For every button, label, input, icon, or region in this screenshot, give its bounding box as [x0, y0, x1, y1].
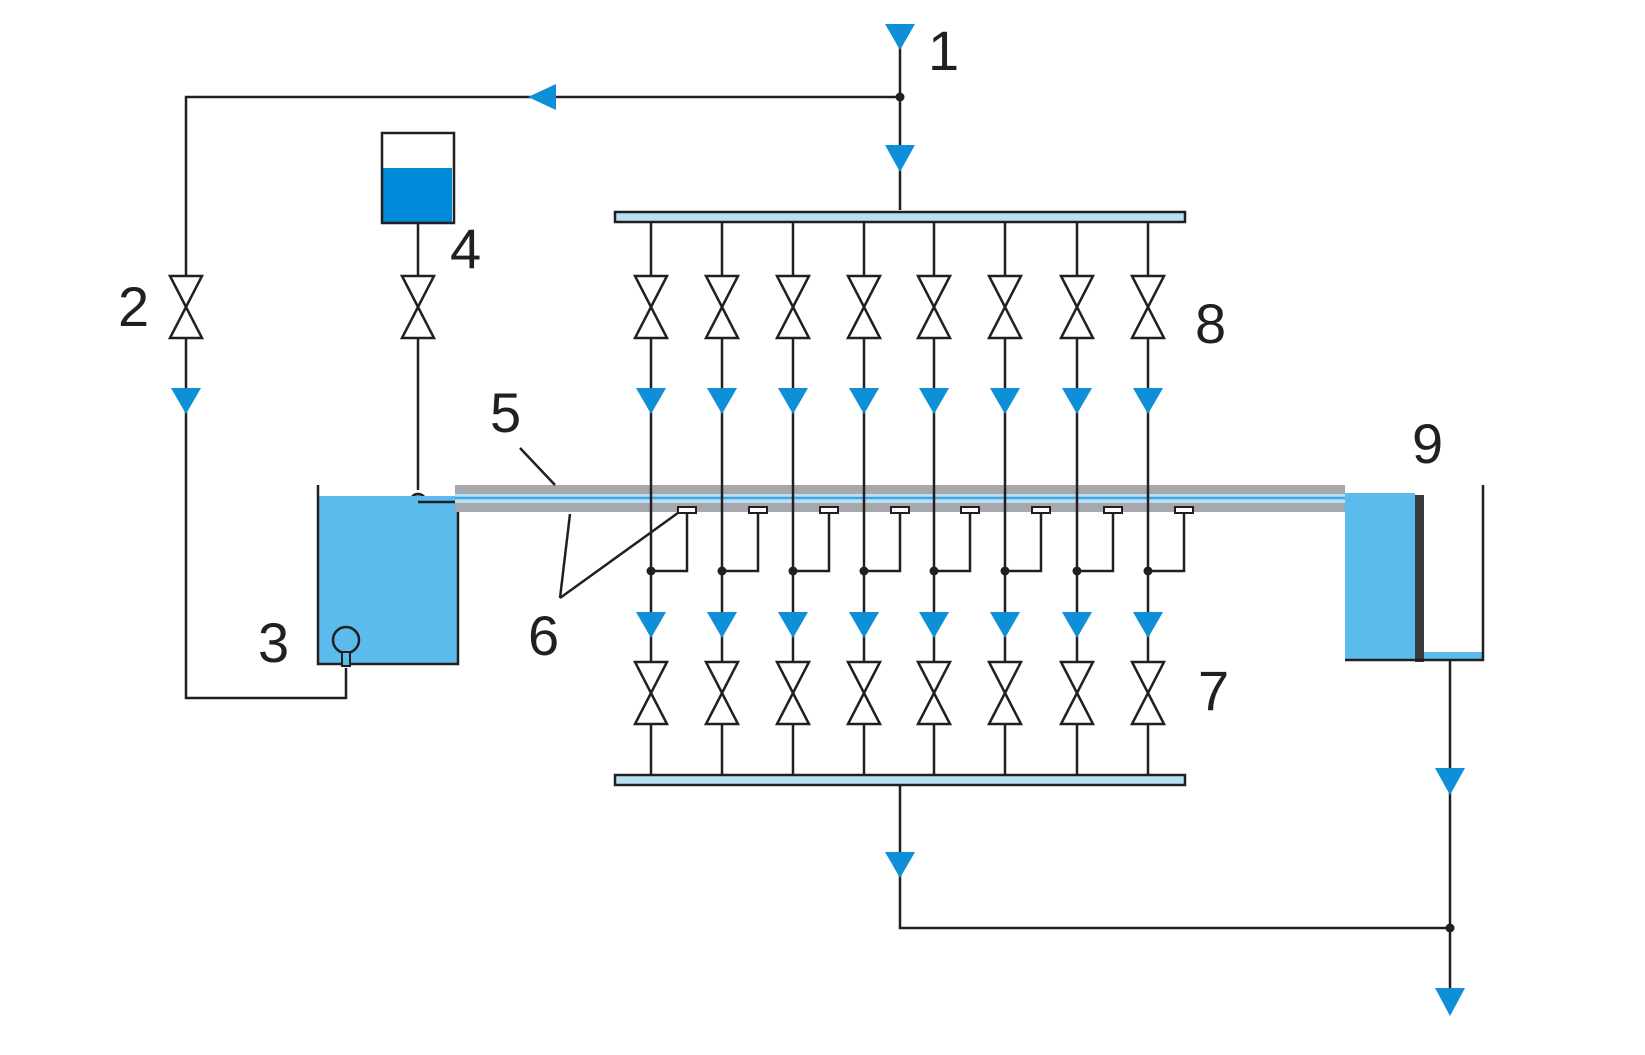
label-9: 9	[1412, 412, 1443, 475]
tube-junction-4	[859, 566, 869, 576]
lower-flow-arrow-7	[1062, 612, 1092, 638]
upper-flow-arrow-2	[707, 388, 737, 414]
sampling-port-4	[890, 506, 910, 514]
tube-junction-8	[1143, 566, 1153, 576]
lower-valve-6	[986, 660, 1024, 696]
upper-valve-2	[703, 274, 741, 310]
upper-valve-8	[1129, 274, 1167, 310]
head-tank	[316, 485, 460, 667]
bypass-left-arrow	[528, 84, 556, 110]
tube-junction-6	[1000, 566, 1010, 576]
upper-flow-arrow-1	[636, 388, 666, 414]
lower-valve-8	[1129, 660, 1167, 696]
label-4: 4	[450, 217, 481, 280]
lower-flow-arrow-4	[849, 612, 879, 638]
lower-flow-arrow-1	[636, 612, 666, 638]
lower-flow-arrow-8	[1133, 612, 1163, 638]
dosing-tank	[380, 131, 456, 512]
lower-flow-arrow-3	[778, 612, 808, 638]
upper-valve-3	[774, 274, 812, 310]
valve-4-top	[399, 274, 437, 310]
bypass-down-arrow	[171, 388, 201, 414]
sampling-port-1	[677, 506, 697, 514]
sampling-tube-7	[1077, 513, 1115, 573]
valve-4-bottom	[399, 304, 437, 340]
sampling-tube-1	[651, 513, 689, 573]
inlet-supply	[171, 24, 915, 700]
sampling-tube-8	[1148, 513, 1186, 573]
outlet-down-arrow	[1435, 768, 1465, 795]
sampling-tube-5	[934, 513, 972, 573]
upper-valve-5	[915, 274, 953, 310]
label-3: 3	[258, 611, 289, 674]
lower-flow-arrow-5	[919, 612, 949, 638]
label-2: 2	[118, 275, 149, 338]
upper-flow-arrow-4	[849, 388, 879, 414]
label-6: 6	[528, 604, 559, 667]
inlet-arrow	[885, 24, 915, 50]
label-8: 8	[1195, 292, 1226, 355]
label-7: 7	[1198, 659, 1229, 722]
outlet-weir-water	[1345, 493, 1415, 660]
sampling-tube-6	[1005, 513, 1043, 573]
tube-junction-2	[717, 566, 727, 576]
lower-valve-7	[1058, 660, 1096, 696]
lower-valve-3	[774, 660, 812, 696]
sampling-tube-3	[793, 513, 831, 573]
sampling-port-7	[1103, 506, 1123, 514]
sampling-port-6	[1031, 506, 1051, 514]
tube-junction-5	[929, 566, 939, 576]
pump-3	[331, 625, 361, 655]
lower-flow-arrow-2	[707, 612, 737, 638]
label-1: 1	[928, 19, 959, 82]
sampling-columns	[632, 222, 1194, 775]
sampling-port-8	[1174, 506, 1194, 514]
label-5: 5	[490, 381, 521, 444]
channel-upper-wall	[455, 485, 1345, 494]
weir-wall	[1415, 495, 1424, 662]
lower-flow-arrow-6	[990, 612, 1020, 638]
sampling-tube-2	[722, 513, 760, 573]
lower-valve-2	[703, 660, 741, 696]
sampling-tube-4	[864, 513, 902, 573]
final-outlet-arrow	[1435, 988, 1465, 1016]
upper-flow-arrow-3	[778, 388, 808, 414]
lower-valve-1	[632, 660, 670, 696]
tube-junction-1	[646, 566, 656, 576]
upper-valve-6	[986, 274, 1024, 310]
upper-valve-7	[1058, 274, 1096, 310]
upper-flow-arrow-8	[1133, 388, 1163, 414]
dosing-tank-liquid	[382, 168, 452, 223]
lower-valve-4	[845, 660, 883, 696]
test-channel	[418, 447, 1345, 600]
supply-down-arrow	[885, 145, 915, 172]
drain-down-arrow	[885, 852, 915, 878]
upper-flow-arrow-6	[990, 388, 1020, 414]
sampling-port-5	[960, 506, 980, 514]
sampling-port-3	[819, 506, 839, 514]
top-header	[613, 210, 1187, 224]
valve-2	[167, 274, 205, 340]
tube-junction-7	[1072, 566, 1082, 576]
lower-valve-5	[915, 660, 953, 696]
upper-valve-1	[632, 274, 670, 310]
bottom-header	[613, 773, 1450, 930]
upper-flow-arrow-5	[919, 388, 949, 414]
sampling-port-2	[748, 506, 768, 514]
outlet-tank	[1345, 485, 1485, 1016]
upper-valve-4	[845, 274, 883, 310]
upper-flow-arrow-7	[1062, 388, 1092, 414]
tube-junction-3	[788, 566, 798, 576]
